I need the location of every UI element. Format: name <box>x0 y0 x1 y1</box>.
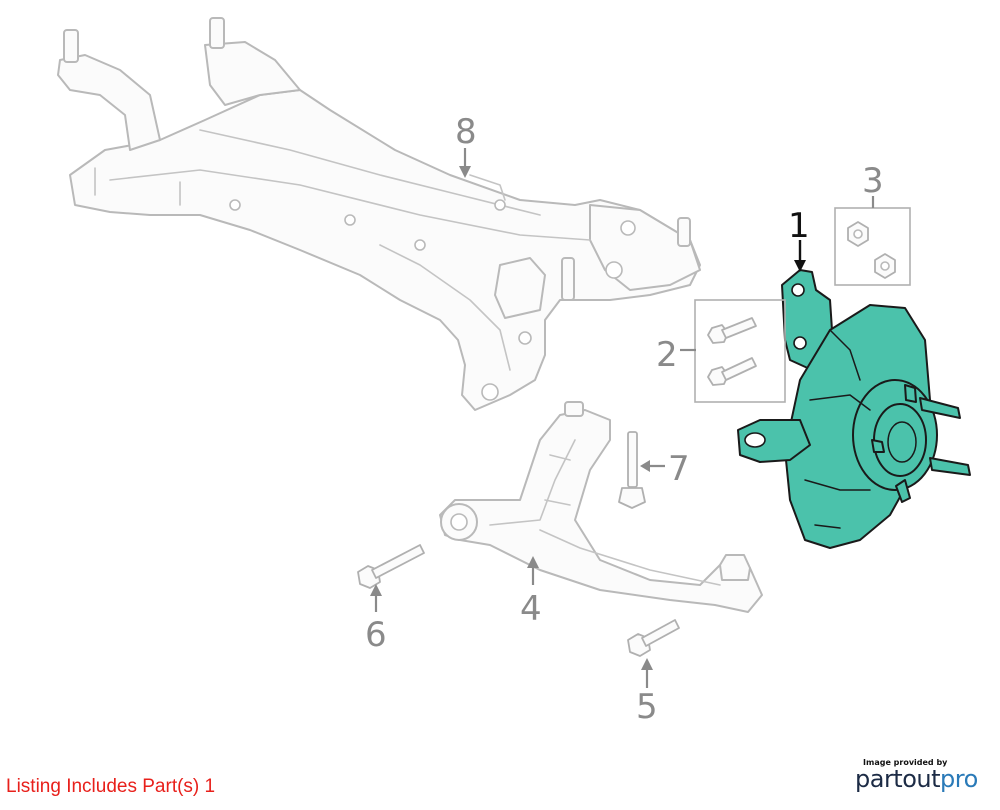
steering-knuckle-part-1[interactable] <box>737 269 971 549</box>
callout-3[interactable]: 3 <box>862 161 884 201</box>
bolt-part-5[interactable] <box>627 619 680 657</box>
listing-includes-note: Listing Includes Part(s) 1 <box>6 776 216 797</box>
provider-logo-part2: pro <box>940 765 978 793</box>
bolt-set-part-2[interactable] <box>694 299 786 403</box>
callout-5[interactable]: 5 <box>636 687 658 727</box>
callout-7[interactable]: 7 <box>668 449 690 489</box>
callout-6[interactable]: 6 <box>365 615 387 655</box>
callout-1[interactable]: 1 <box>788 206 810 246</box>
provider-caption: Image provided by <box>863 758 948 767</box>
callout-8[interactable]: 8 <box>455 112 477 152</box>
nut-set-part-3[interactable] <box>834 207 911 286</box>
provider-logo-part1: partout <box>855 765 941 793</box>
lower-control-arm-part-4[interactable] <box>439 401 763 613</box>
image-provider-logo: Image provided by partoutpro <box>855 758 995 793</box>
provider-logo-text: partoutpro <box>855 765 995 793</box>
crossmember-part-8[interactable] <box>57 17 701 411</box>
leader-lines <box>370 148 875 688</box>
callout-4[interactable]: 4 <box>520 589 542 629</box>
bolt-part-7[interactable] <box>618 431 646 509</box>
bolt-part-6[interactable] <box>357 544 425 589</box>
callout-2[interactable]: 2 <box>656 335 678 375</box>
